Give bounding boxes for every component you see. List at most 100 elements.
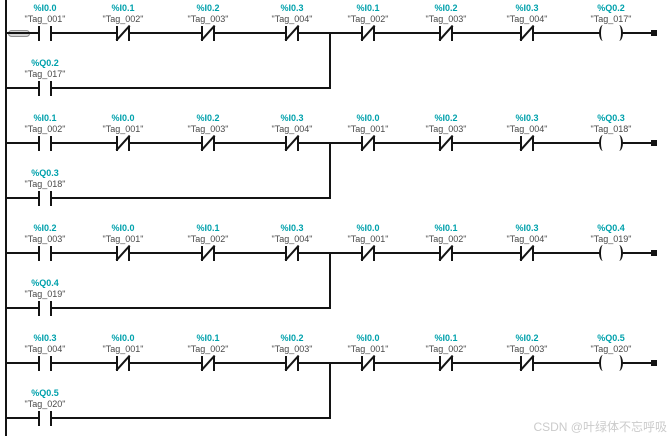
contact-bar-right (128, 136, 130, 151)
operand-labels: %Q0.3"Tag_018" (0, 168, 90, 190)
coil-left-paren (599, 355, 607, 371)
operand-tag[interactable]: "Tag_002" (347, 14, 389, 24)
operand-tag[interactable]: "Tag_004" (24, 344, 66, 354)
operand-address[interactable]: %I0.2 (434, 113, 458, 123)
operand-tag[interactable]: "Tag_017" (590, 14, 632, 24)
operand-address[interactable]: %I0.1 (196, 333, 220, 343)
contact-bar-right (50, 81, 52, 96)
contact-bar-right (451, 356, 453, 371)
operand-labels: %I0.1"Tag_002" (401, 333, 491, 355)
operand-address[interactable]: %Q0.2 (31, 58, 59, 68)
operand-address[interactable]: %Q0.2 (597, 3, 625, 13)
contact-bar-left (361, 356, 363, 371)
operand-address[interactable]: %I0.3 (280, 113, 304, 123)
operand-tag[interactable]: "Tag_002" (102, 14, 144, 24)
operand-tag[interactable]: "Tag_003" (506, 344, 548, 354)
operand-tag[interactable]: "Tag_003" (24, 234, 66, 244)
contact-bar-left (38, 411, 40, 426)
operand-tag[interactable]: "Tag_001" (102, 344, 144, 354)
operand-labels: %I0.1"Tag_002" (323, 3, 413, 25)
operand-labels: %I0.2"Tag_003" (163, 3, 253, 25)
operand-tag[interactable]: "Tag_004" (271, 234, 313, 244)
operand-labels: %I0.1"Tag_002" (78, 3, 168, 25)
operand-address[interactable]: %I0.2 (515, 333, 539, 343)
operand-address[interactable]: %Q0.3 (31, 168, 59, 178)
operand-tag[interactable]: "Tag_019" (590, 234, 632, 244)
operand-address[interactable]: %I0.2 (33, 223, 57, 233)
operand-tag[interactable]: "Tag_001" (24, 14, 66, 24)
contact-bar-left (201, 136, 203, 151)
operand-address[interactable]: %I0.0 (111, 223, 135, 233)
operand-address[interactable]: %I0.3 (515, 223, 539, 233)
coil-right-paren (615, 135, 623, 151)
operand-address[interactable]: %I0.0 (356, 333, 380, 343)
branch-junction-wire (329, 252, 331, 309)
contact-bar-right (373, 356, 375, 371)
operand-tag[interactable]: "Tag_003" (425, 124, 467, 134)
operand-address[interactable]: %I0.0 (33, 3, 57, 13)
contact-gap (40, 360, 50, 366)
operand-address[interactable]: %I0.0 (356, 223, 380, 233)
contact-gap (40, 305, 50, 311)
operand-tag[interactable]: "Tag_003" (187, 14, 229, 24)
operand-address[interactable]: %I0.1 (434, 223, 458, 233)
operand-address[interactable]: %I0.2 (196, 113, 220, 123)
operand-address[interactable]: %I0.0 (111, 333, 135, 343)
contact-bar-right (213, 246, 215, 261)
operand-tag[interactable]: "Tag_002" (425, 344, 467, 354)
operand-tag[interactable]: "Tag_017" (24, 69, 66, 79)
operand-address[interactable]: %I0.1 (356, 3, 380, 13)
contact-gap (40, 250, 50, 256)
operand-address[interactable]: %I0.3 (280, 3, 304, 13)
operand-tag[interactable]: "Tag_001" (347, 124, 389, 134)
operand-tag[interactable]: "Tag_003" (425, 14, 467, 24)
operand-tag[interactable]: "Tag_020" (24, 399, 66, 409)
operand-address[interactable]: %I0.2 (434, 3, 458, 13)
operand-labels: %I0.1"Tag_002" (163, 333, 253, 355)
operand-address[interactable]: %I0.1 (111, 3, 135, 13)
operand-tag[interactable]: "Tag_018" (24, 179, 66, 189)
contact-bar-left (116, 246, 118, 261)
operand-address[interactable]: %I0.3 (280, 223, 304, 233)
operand-address[interactable]: %Q0.4 (31, 278, 59, 288)
operand-tag[interactable]: "Tag_002" (425, 234, 467, 244)
operand-tag[interactable]: "Tag_004" (271, 124, 313, 134)
operand-labels: %Q0.2"Tag_017" (566, 3, 656, 25)
operand-tag[interactable]: "Tag_004" (506, 234, 548, 244)
contact-bar-left (439, 246, 441, 261)
operand-tag[interactable]: "Tag_001" (102, 234, 144, 244)
operand-tag[interactable]: "Tag_004" (506, 124, 548, 134)
operand-tag[interactable]: "Tag_003" (271, 344, 313, 354)
operand-tag[interactable]: "Tag_001" (347, 344, 389, 354)
operand-tag[interactable]: "Tag_001" (102, 124, 144, 134)
operand-tag[interactable]: "Tag_004" (271, 14, 313, 24)
operand-tag[interactable]: "Tag_002" (187, 234, 229, 244)
operand-address[interactable]: %I0.0 (356, 113, 380, 123)
operand-labels: %I0.2"Tag_003" (482, 333, 572, 355)
contact-bar-left (38, 356, 40, 371)
operand-address[interactable]: %I0.1 (434, 333, 458, 343)
operand-address[interactable]: %I0.3 (33, 333, 57, 343)
operand-tag[interactable]: "Tag_003" (187, 124, 229, 134)
contact-bar-left (520, 136, 522, 151)
operand-tag[interactable]: "Tag_001" (347, 234, 389, 244)
operand-address[interactable]: %I0.3 (515, 113, 539, 123)
operand-address[interactable]: %I0.1 (196, 223, 220, 233)
operand-address[interactable]: %I0.2 (280, 333, 304, 343)
operand-tag[interactable]: "Tag_002" (24, 124, 66, 134)
contact-bar-left (520, 26, 522, 41)
operand-address[interactable]: %I0.1 (33, 113, 57, 123)
operand-address[interactable]: %Q0.3 (597, 113, 625, 123)
operand-address[interactable]: %Q0.5 (31, 388, 59, 398)
operand-address[interactable]: %Q0.5 (597, 333, 625, 343)
operand-address[interactable]: %Q0.4 (597, 223, 625, 233)
operand-tag[interactable]: "Tag_019" (24, 289, 66, 299)
operand-address[interactable]: %I0.3 (515, 3, 539, 13)
coil-gap (600, 250, 622, 256)
operand-address[interactable]: %I0.2 (196, 3, 220, 13)
operand-tag[interactable]: "Tag_004" (506, 14, 548, 24)
operand-tag[interactable]: "Tag_002" (187, 344, 229, 354)
operand-tag[interactable]: "Tag_018" (590, 124, 632, 134)
operand-address[interactable]: %I0.0 (111, 113, 135, 123)
operand-tag[interactable]: "Tag_020" (590, 344, 632, 354)
